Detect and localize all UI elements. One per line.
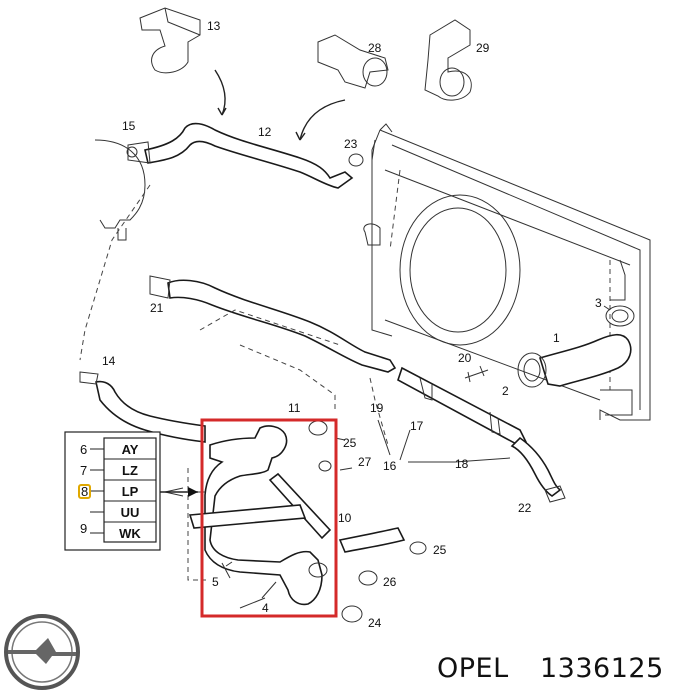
callout-12: 12 — [258, 125, 272, 139]
bracket-29 — [424, 19, 472, 101]
pipe-17 — [397, 366, 528, 447]
hose-22 — [510, 436, 566, 503]
variant-code-wk: WK — [119, 526, 141, 541]
hose-1 — [517, 333, 632, 388]
clamp-26 — [358, 570, 378, 586]
bolt-20 — [464, 365, 489, 383]
table-arrow — [160, 487, 198, 497]
clamp-3 — [605, 305, 635, 327]
variant-code-uu: UU — [121, 505, 140, 520]
callout-labels: 13 28 29 15 12 23 21 3 1 14 20 2 11 19 1… — [102, 19, 602, 630]
callout-11: 11 — [288, 401, 301, 415]
variant-num-7: 7 — [80, 463, 87, 478]
part-caption-brand: OPEL — [437, 653, 509, 684]
variant-code-ay: AY — [122, 442, 139, 457]
variant-code-lz: LZ — [122, 463, 138, 478]
variant-row-highlight — [78, 484, 91, 499]
clamp-23 — [348, 153, 364, 167]
callout-3: 3 — [595, 296, 602, 310]
bracket-28 — [295, 34, 389, 141]
variant-num-8: 8 — [81, 484, 88, 499]
hose-14 — [79, 371, 206, 443]
variant-code-lp: LP — [122, 484, 139, 499]
highlighted-part-frame — [200, 418, 338, 618]
hose-12 — [126, 122, 354, 189]
callout-22: 22 — [518, 501, 532, 515]
leader-lines — [164, 305, 611, 609]
clamp-24 — [341, 605, 363, 623]
expansion-tank — [79, 139, 151, 361]
guide-lines — [187, 309, 389, 581]
callout-1: 1 — [553, 331, 560, 345]
callout-16: 16 — [383, 459, 397, 473]
callout-23: 23 — [344, 137, 358, 151]
callout-13: 13 — [207, 19, 221, 33]
callout-27: 27 — [358, 455, 372, 469]
opel-blitz-logo-icon — [4, 614, 80, 690]
callout-10: 10 — [338, 511, 352, 525]
callout-24: 24 — [368, 616, 382, 630]
callout-5: 5 — [212, 575, 219, 589]
callout-26: 26 — [383, 575, 397, 589]
callout-15: 15 — [122, 119, 136, 133]
callout-25-top: 25 — [343, 436, 357, 450]
callout-17: 17 — [410, 419, 424, 433]
callout-14: 14 — [102, 354, 116, 368]
callout-21: 21 — [150, 301, 164, 315]
callout-18: 18 — [455, 457, 469, 471]
variant-num-9: 9 — [80, 521, 87, 536]
callout-25-bottom: 25 — [433, 543, 447, 557]
callout-29: 29 — [476, 41, 490, 55]
radiator — [363, 123, 651, 421]
bracket-13 — [139, 7, 227, 116]
callout-2: 2 — [502, 384, 509, 398]
part-caption-number: 1336125 — [540, 653, 664, 684]
callout-4: 4 — [262, 601, 269, 615]
callout-19: 19 — [370, 401, 384, 415]
thermostat-housing-assembly — [188, 420, 406, 606]
variant-table: 6 7 8 9 AY LZ LP UU WK — [64, 431, 161, 551]
callout-20: 20 — [458, 351, 472, 365]
variant-num-6: 6 — [80, 442, 87, 457]
hose-21 — [149, 275, 397, 373]
clamp-25 — [409, 541, 427, 555]
callout-28: 28 — [368, 41, 382, 55]
